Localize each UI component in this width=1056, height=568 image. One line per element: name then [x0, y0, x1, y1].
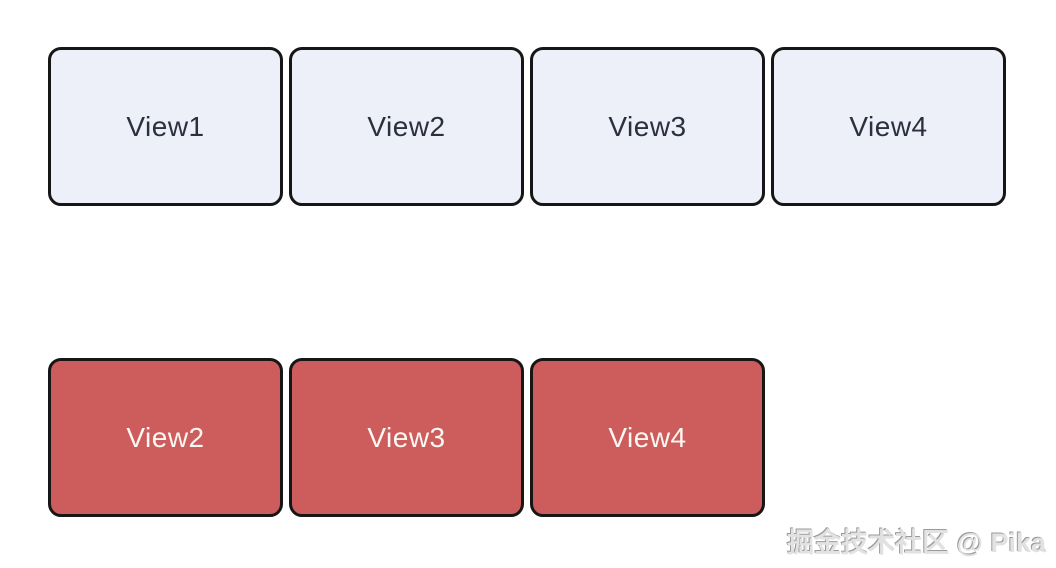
view-box-label: View4: [608, 421, 687, 453]
view-box-view1: View1: [48, 47, 283, 206]
view-box-label: View3: [608, 110, 687, 142]
view-box-red-view4: View4: [530, 358, 765, 517]
view-box-red-view3: View3: [289, 358, 524, 517]
view-row-bottom: View2 View3 View4: [48, 358, 765, 517]
view-box-red-view2: View2: [48, 358, 283, 517]
view-box-label: View2: [367, 110, 446, 142]
view-box-label: View2: [126, 421, 205, 453]
view-box-view3: View3: [530, 47, 765, 206]
view-box-label: View1: [126, 110, 205, 142]
view-box-label: View4: [849, 110, 928, 142]
watermark-text: 掘金技术社区 @ Pika: [787, 528, 1046, 558]
view-box-view4: View4: [771, 47, 1006, 206]
view-box-view2: View2: [289, 47, 524, 206]
view-row-top: View1 View2 View3 View4: [48, 47, 1006, 206]
view-box-label: View3: [367, 421, 446, 453]
